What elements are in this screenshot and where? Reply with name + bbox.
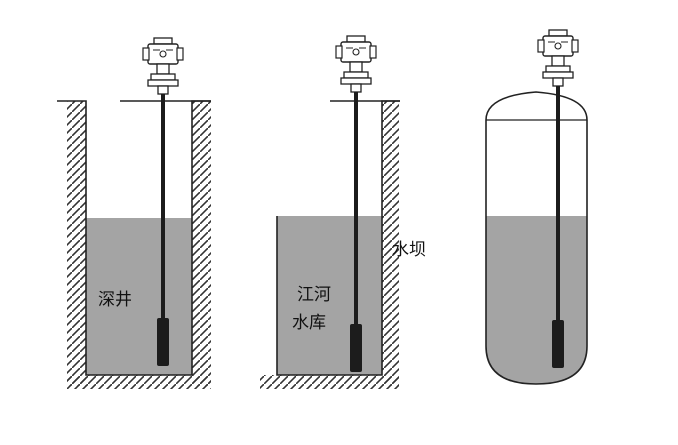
probe-weight [552,320,564,368]
scene-deep-well [57,37,211,389]
dam-wall [382,101,399,386]
liquid-reservoir [277,216,382,375]
label-dam: 水坝 [392,240,426,260]
tank-outline [485,91,588,385]
well-ground-left [57,92,86,101]
well-wall-right [192,101,211,386]
level-transmitter-head-icon [335,35,377,93]
liquid-deep-well [86,218,192,375]
level-transmitter-head-icon [537,29,579,87]
label-river: 江河 [297,285,331,305]
probe-weight [157,318,169,366]
well-wall-left [67,101,86,386]
scene-river-reservoir [260,35,400,389]
probe-rod [161,94,165,326]
level-transmitter-head-icon [142,37,184,95]
liquid-tank [486,216,587,384]
probe-weight [350,324,362,372]
probe-rod [556,86,560,326]
label-deep-well: 深井 [98,290,132,310]
probe-rod [354,92,358,332]
label-reservoir: 水库 [292,313,326,333]
scene-pressure-tank [485,29,588,385]
reservoir-floor [260,375,399,389]
well-floor [67,375,211,389]
